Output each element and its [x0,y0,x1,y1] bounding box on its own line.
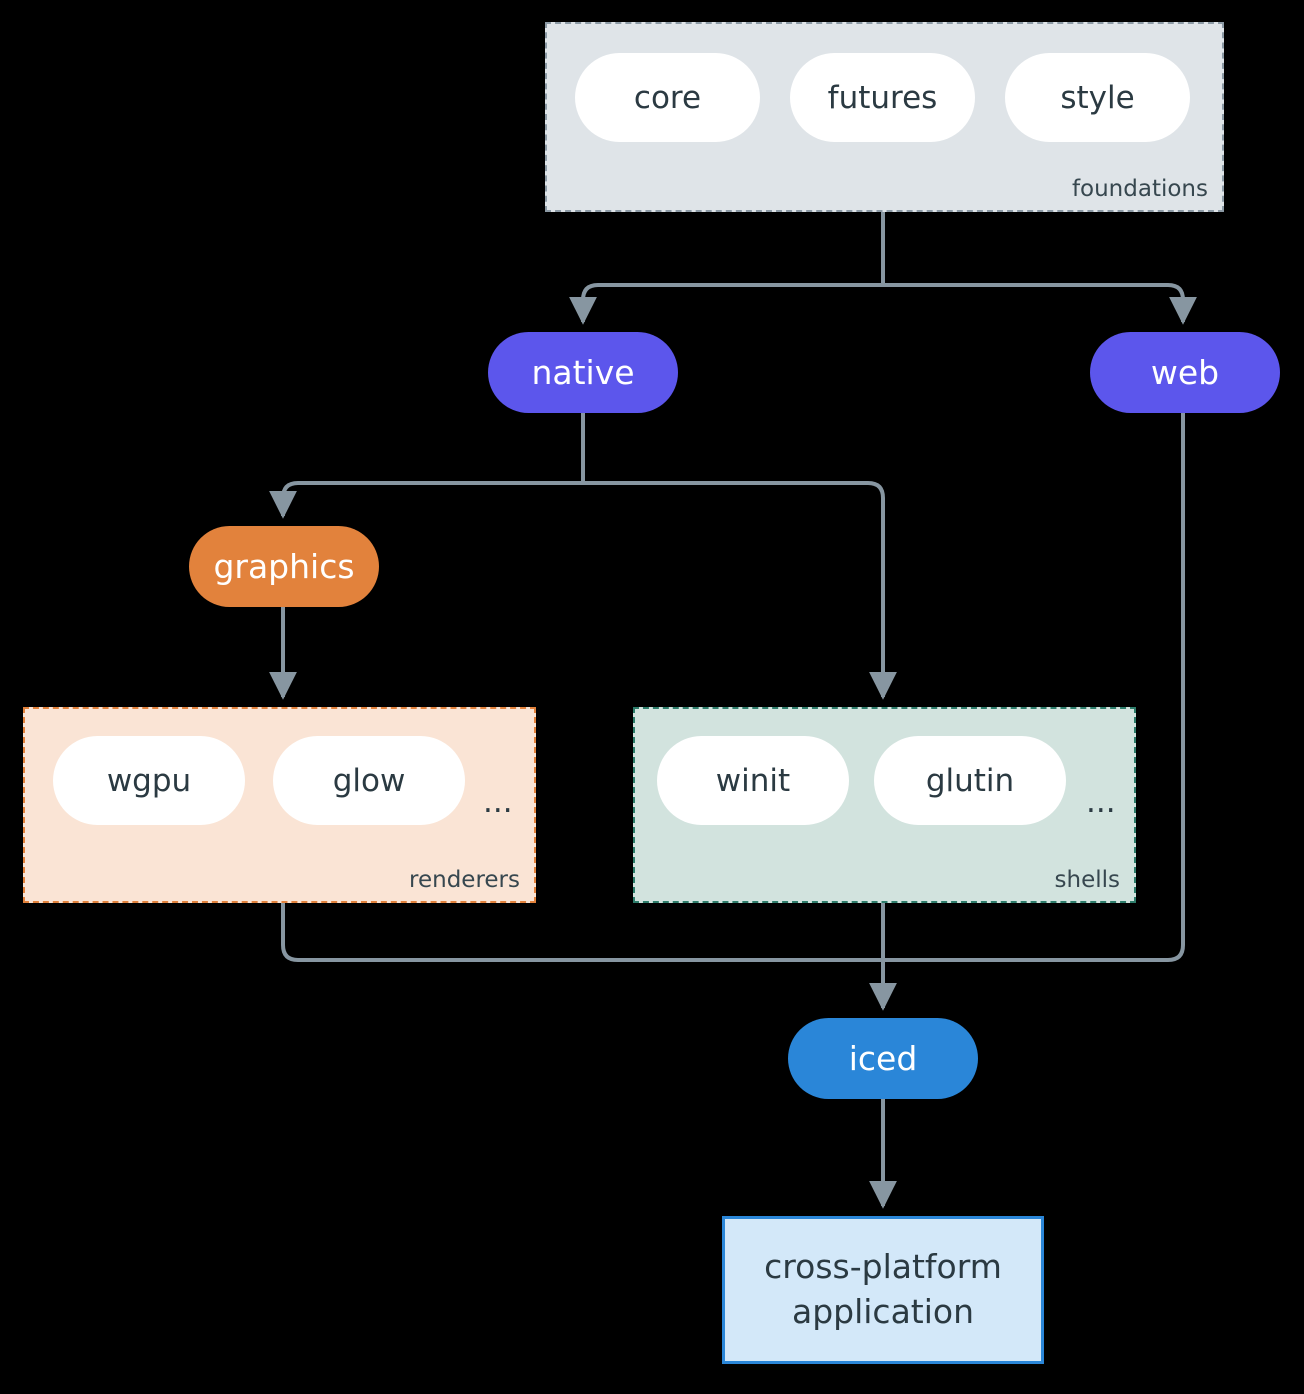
group-foundations: core futures style foundations [545,22,1224,212]
shells-more-ellipsis: ... [1086,784,1116,820]
foundations-member-futures[interactable]: futures [790,53,975,142]
group-shells-label: shells [1054,867,1120,893]
renderers-more-ellipsis: ... [483,784,513,820]
node-graphics-label: graphics [213,547,355,586]
node-iced-label: iced [848,1039,918,1078]
renderers-member-wgpu-label: wgpu [106,762,192,799]
node-iced[interactable]: iced [788,1018,978,1099]
edge-native-to-shells [583,481,897,700]
foundations-member-core[interactable]: core [575,53,760,142]
shells-member-glutin[interactable]: glutin [874,736,1066,825]
node-web[interactable]: web [1090,332,1280,413]
group-renderers: wgpu glow ... renderers [23,707,536,903]
node-native-label: native [531,353,635,392]
edge-native-to-graphics [269,481,583,519]
renderers-member-glow-label: glow [332,762,406,799]
edge-foundations-to-web [883,283,1197,325]
shells-member-winit-label: winit [715,762,791,799]
edge-foundations-to-native [569,283,883,325]
group-renderers-label: renderers [409,867,520,893]
node-native[interactable]: native [488,332,678,413]
application-label-line2: application [791,1292,975,1331]
node-cross-platform-application[interactable]: cross-platform application [722,1216,1044,1364]
node-web-label: web [1150,353,1220,392]
node-graphics[interactable]: graphics [189,526,379,607]
shells-member-winit[interactable]: winit [657,736,849,825]
foundations-member-style-label: style [1060,79,1135,116]
shells-member-glutin-label: glutin [925,762,1015,799]
foundations-member-core-label: core [633,79,702,116]
group-foundations-label: foundations [1071,176,1208,202]
foundations-member-futures-label: futures [827,79,938,116]
renderers-member-glow[interactable]: glow [273,736,465,825]
group-shells: winit glutin ... shells [633,707,1136,903]
edge-renderers-to-iced [281,903,883,962]
renderers-member-wgpu[interactable]: wgpu [53,736,245,825]
application-label-line1: cross-platform [764,1247,1002,1287]
foundations-member-style[interactable]: style [1005,53,1190,142]
